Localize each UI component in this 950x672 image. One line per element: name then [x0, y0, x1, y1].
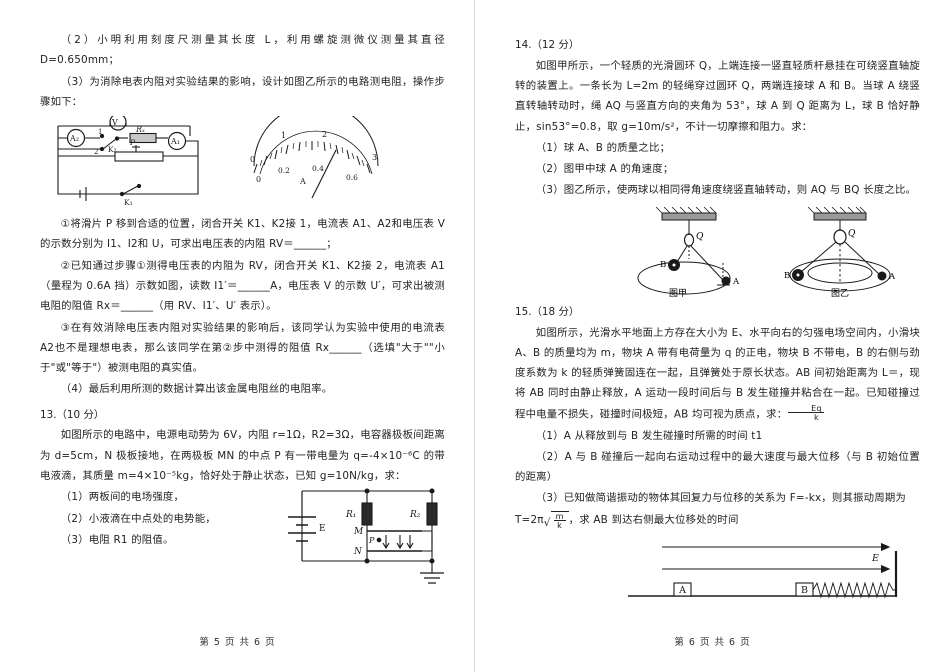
question-15-body: 如图所示，光滑水平地面上方存在大小为 E、水平向右的匀强电场空间内，小滑块 A、… [515, 326, 920, 423]
page-divider [474, 0, 475, 672]
emf-label: E [319, 524, 326, 534]
experiment-circuit-diagram: V A₂ A₁ Rₓ 1 2 K₂ P K₁ [57, 116, 379, 207]
right-page-footer: 第 6 页 共 6 页 [674, 637, 751, 648]
scale-upper-tick-3: 3 [372, 153, 377, 162]
plate-m-label: M [353, 527, 364, 537]
page-left: （2）小明利用刻度尺测量其长度 L，利用螺旋测微仪测量其直径 D=0.650mm… [40, 30, 445, 648]
exp-substep-1: ①将滑片 P 移到合适的位置，闭合开关 K1、K2接 1，电流表 A1、A2和电… [40, 218, 445, 251]
figure-caption-jia: 图甲 [669, 288, 687, 297]
scale-lower-tick-0: 0 [256, 175, 261, 184]
voltmeter-label: V [111, 118, 118, 127]
q14-sub-1: （1）球 A、B 的质量之比； [535, 141, 671, 154]
page-right: 14.（12 分） 如图甲所示，一个轻质的光滑圆环 Q，上端连接一竖直轻质杆悬挂… [475, 0, 950, 672]
r1-label: R₁ [345, 510, 356, 520]
block-b-label: B [801, 585, 808, 596]
switch-k2-label: K₂ [108, 145, 117, 154]
scale-upper-tick-1: 1 [281, 131, 286, 140]
point-p-label: P [368, 536, 375, 545]
r2-label: R₂ [409, 510, 421, 520]
question-15-number: 15.（18 分） [515, 305, 580, 318]
q15-figure: A B E [515, 539, 920, 609]
q15-sub-1: （1）A 从释放到与 B 发生碰撞时所需的时间 t1 [535, 429, 763, 442]
q14-figure-group: Q B A 图甲 [515, 205, 910, 297]
exp-step-3-text: （3）为消除电表内阻对实验结果的影响，设计如图乙所示的电路测电阻，操作步骤如下： [40, 75, 445, 108]
q14-sub-2: （2）图甲中球 A 的角速度； [535, 163, 674, 176]
scale-lower-tick-2: 0.4 [312, 164, 324, 173]
scale-unit-label: A [299, 177, 306, 186]
plate-n-label: N [353, 547, 363, 557]
field-e-label: E [871, 553, 879, 564]
ammeter-a1-label: A₁ [170, 137, 180, 146]
question-13-number: 13.（10 分） [40, 408, 105, 421]
ring-q-label-yi: Q [848, 229, 856, 239]
switch-pos-2-label: 2 [94, 148, 98, 156]
switch-k1-label: K₁ [124, 198, 133, 207]
question-13-circuit-diagram: E R₁ R₂ M N P [288, 488, 444, 584]
ball-a-label-yi: A [888, 272, 896, 282]
switch-pos-1-label: 1 [98, 128, 102, 136]
scale-upper-tick-0: 0 [250, 155, 255, 164]
left-page-footer: 第 5 页 共 6 页 [199, 637, 276, 648]
exp-substep-3: ③在有效消除电压表内阻对实验结果的影响后，该同学认为实验中使用的电流表 A2也不… [40, 321, 445, 375]
ring-q-label-jia: Q [696, 232, 704, 242]
ball-b-label-yi: B [784, 271, 790, 281]
scale-upper-tick-2: 2 [322, 130, 327, 139]
ball-b-label-jia: B [660, 260, 666, 270]
slider-p-label: P [129, 138, 136, 147]
rx-label: Rₓ [135, 125, 145, 134]
figure-jia: Q B A 图甲 [620, 205, 760, 297]
ammeter-a2-label: A₂ [69, 134, 79, 143]
figure-yi: Q B A 图乙 [770, 205, 910, 297]
right-column: 14.（12 分） 如图甲所示，一个轻质的光滑圆环 Q，上端连接一竖直轻质杆悬挂… [515, 30, 920, 609]
exp-substep-4: （4）最后利用所测的数据计算出该金属电阻丝的电阻率。 [60, 383, 333, 396]
figure-caption-yi: 图乙 [831, 288, 849, 297]
q15-sub-3: （3）已知做简谐振动的物体其回复力与位移的关系为 F=-kx，则其振动周期为 [535, 492, 907, 505]
q14-sub-3: （3）图乙所示，使两球以相同得角速度绕竖直轴转动，则 AQ 与 BQ 长度之比。 [535, 184, 917, 197]
exp-substep-2: ②已知通过步骤①测得电压表的内阻为 RV，闭合开关 K1、K2接 2，电流表 A… [40, 259, 445, 313]
experiment-figure-group: V A₂ A₁ Rₓ 1 2 K₂ P K₁ [40, 116, 445, 208]
q13-sub-3: （3）电阻 R1 的阻值。 [60, 533, 174, 546]
question-14-number: 14.（12 分） [515, 39, 580, 51]
exp-step-2-text: （2）小明利用刻度尺测量其长度 L，利用螺旋测微仪测量其直径 D=0.650mm… [40, 34, 445, 67]
ball-a-label-jia: A [732, 277, 740, 287]
q15-sub-2: （2）A 与 B 碰撞后一起向右运动过程中的最大速度与最大位移（与 B 初始位置… [515, 450, 920, 484]
left-column: （2）小明利用刻度尺测量其长度 L，利用螺旋测微仪测量其直径 D=0.650mm… [40, 30, 445, 584]
question-14-body: 如图甲所示，一个轻质的光滑圆环 Q，上端连接一竖直轻质杆悬挂在可绕竖直轴旋转的装… [515, 59, 920, 133]
scale-lower-tick-3: 0.6 [346, 173, 358, 182]
q13-sub-1: （1）两板间的电场强度， [60, 491, 185, 504]
scale-lower-tick-1: 0.2 [278, 166, 290, 175]
ammeter-scale-figure: 0 1 2 3 0 0.2 0.4 0.6 A [250, 116, 379, 199]
question-13-body: 如图所示的电路中，电源电动势为 6V，内阻 r=1Ω，R2=3Ω，电容器极板间距… [40, 429, 445, 482]
q13-sub-2: （2）小液滴在中点处的电势能， [60, 512, 216, 525]
block-a-label: A [678, 585, 686, 596]
